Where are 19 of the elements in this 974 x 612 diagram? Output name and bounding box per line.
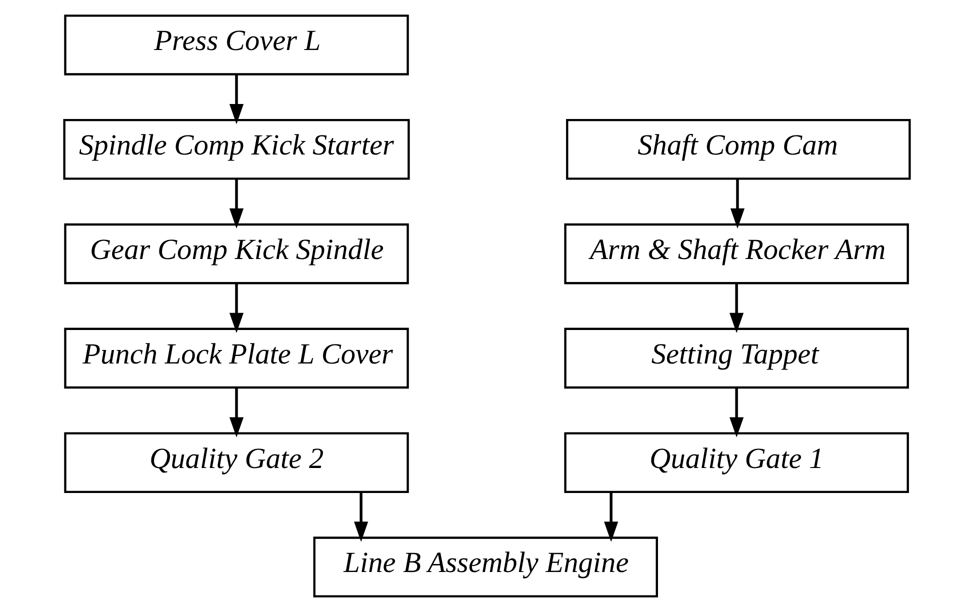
- arrow: [229, 74, 244, 124]
- node-box: Shaft Comp Cam: [566, 118, 911, 180]
- node-box: Setting Tappet: [564, 328, 909, 389]
- node-box: Gear Comp Kick Spindle: [64, 223, 409, 284]
- node-box: Punch Lock Plate L Cover: [64, 328, 409, 389]
- arrow: [730, 388, 744, 438]
- arrow: [229, 283, 244, 334]
- node-box: Arm & Shaft Rocker Arm: [564, 223, 909, 284]
- node-box: Press Cover L: [64, 14, 409, 76]
- node-box: Quality Gate 1: [564, 432, 909, 494]
- arrow: [604, 492, 618, 542]
- arrow: [229, 179, 244, 229]
- node-box: Line B Assembly Engine: [313, 536, 658, 598]
- arrow: [354, 492, 368, 542]
- node-box: Quality Gate 2: [64, 432, 409, 494]
- arrow: [730, 179, 745, 229]
- node-box: Spindle Comp Kick Starter: [63, 118, 410, 180]
- arrow: [229, 388, 244, 438]
- arrow: [730, 283, 744, 334]
